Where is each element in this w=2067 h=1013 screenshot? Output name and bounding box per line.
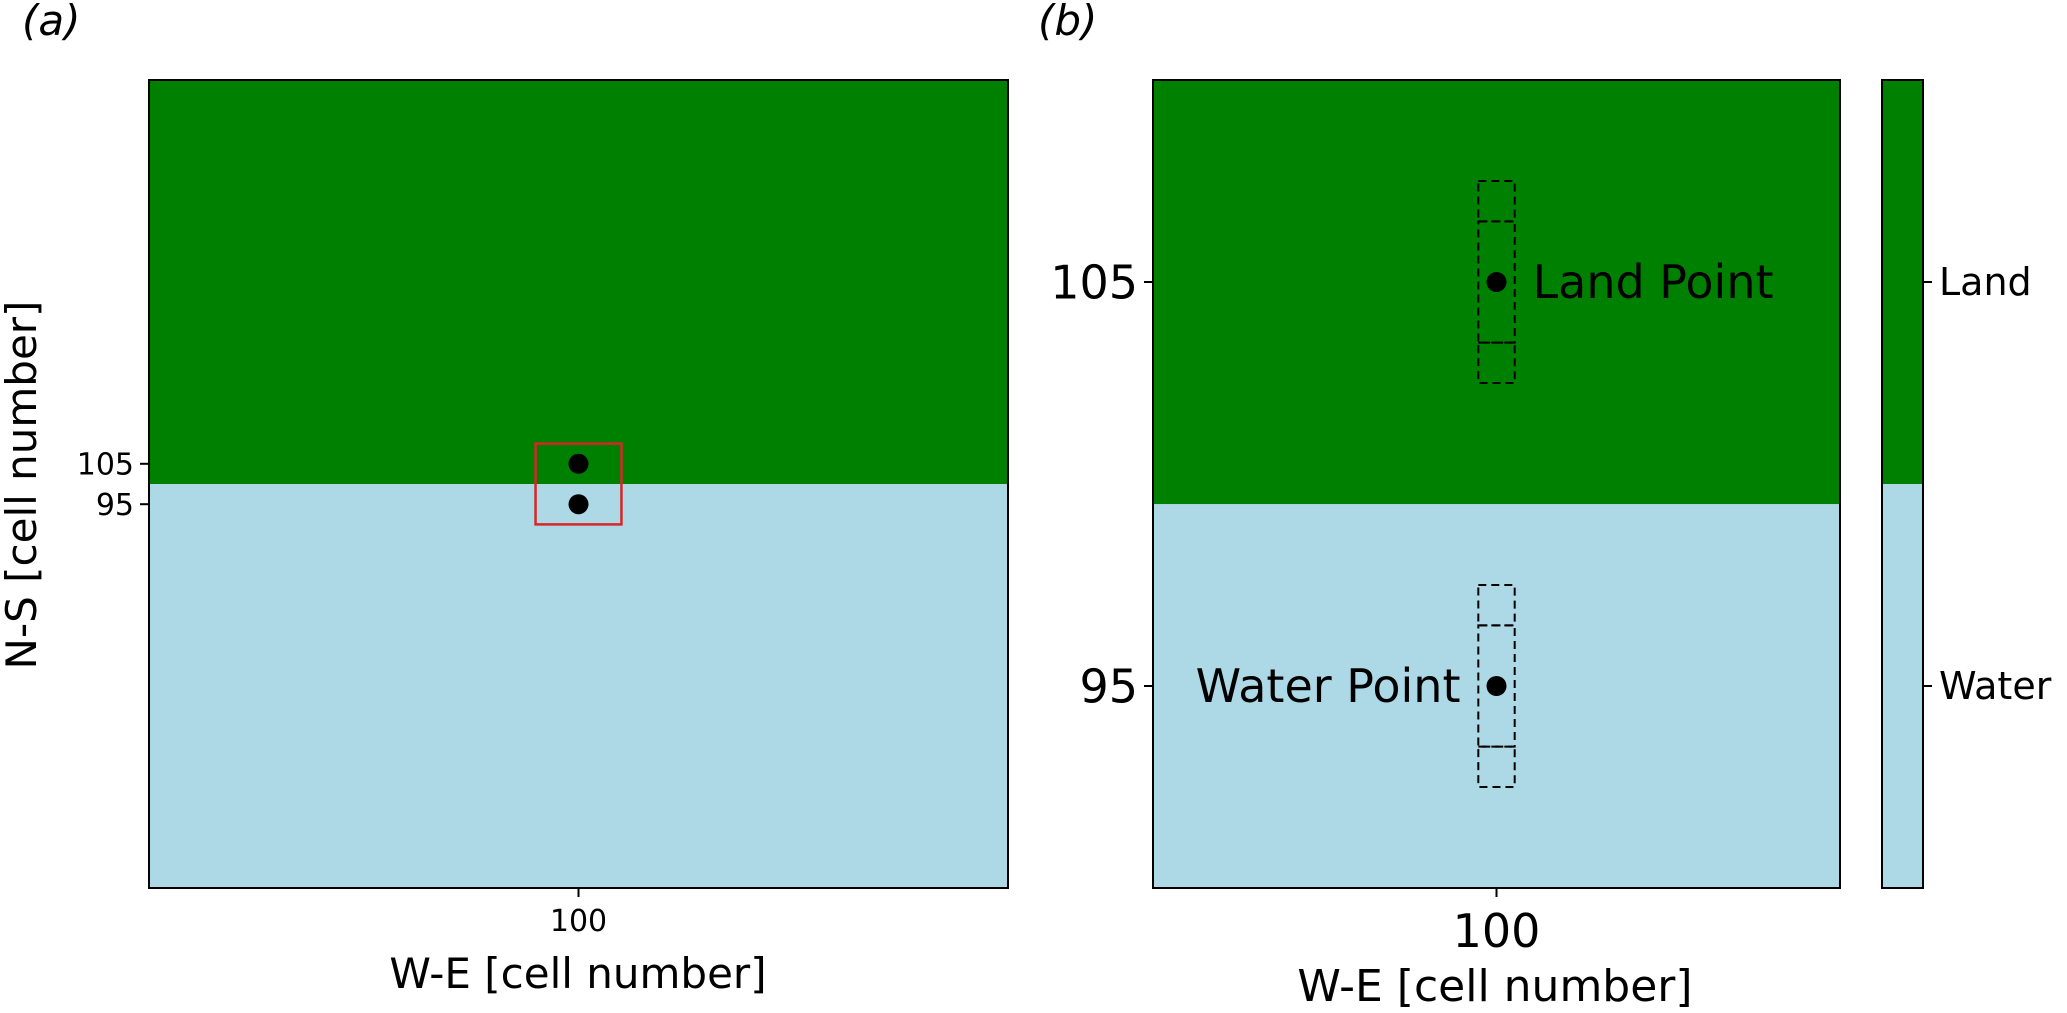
- stencil: [1477, 584, 1516, 788]
- data-point: [568, 494, 589, 515]
- panel-b-x-ticks: 100: [1453, 888, 1541, 958]
- colorbar-tick-label: Water: [1939, 664, 2052, 708]
- panel-a-xlabel: W-E [cell number]: [389, 949, 766, 998]
- panel-b-water-region: [1153, 504, 1840, 888]
- panel-a-x-ticks: 100: [550, 888, 607, 939]
- panel-b-y-ticks: 105 95: [1050, 256, 1153, 714]
- panel-a-land-region: [149, 80, 1008, 484]
- colorbar-segment: [1882, 80, 1923, 484]
- panel-b-label: (b): [1038, 0, 1097, 45]
- panel-a-label: (a): [22, 0, 81, 45]
- y-tick-label: 105: [77, 448, 134, 483]
- data-point: [1486, 676, 1507, 696]
- y-tick-label: 95: [1079, 660, 1138, 714]
- data-point: [568, 453, 589, 474]
- colorbar-tick-label: Land: [1939, 260, 2032, 304]
- water-point-label: Water Point: [1196, 659, 1461, 713]
- x-tick-label: 100: [1453, 904, 1541, 958]
- panel-a-zoom-box: [534, 442, 623, 526]
- panel-b-xlabel: W-E [cell number]: [1297, 961, 1692, 1012]
- colorbar-frame: [1881, 79, 1924, 889]
- colorbar-segment: [1882, 484, 1923, 888]
- x-tick-label: 100: [550, 904, 607, 939]
- panel-a-ylabel: N-S [cell number]: [0, 301, 46, 670]
- stencil-cell: [1477, 745, 1516, 788]
- panel-b-stencils: [1477, 180, 1516, 788]
- panel-a-points: [568, 453, 589, 515]
- panel-a-water-region: [149, 484, 1008, 888]
- y-tick-label: 95: [96, 488, 134, 523]
- panel-b-land-region: [1153, 80, 1840, 505]
- data-point: [1486, 272, 1507, 292]
- stencil-cell: [1477, 341, 1516, 385]
- y-tick-label: 105: [1050, 256, 1138, 310]
- land-point-label: Land Point: [1533, 255, 1774, 309]
- stencil: [1477, 180, 1516, 385]
